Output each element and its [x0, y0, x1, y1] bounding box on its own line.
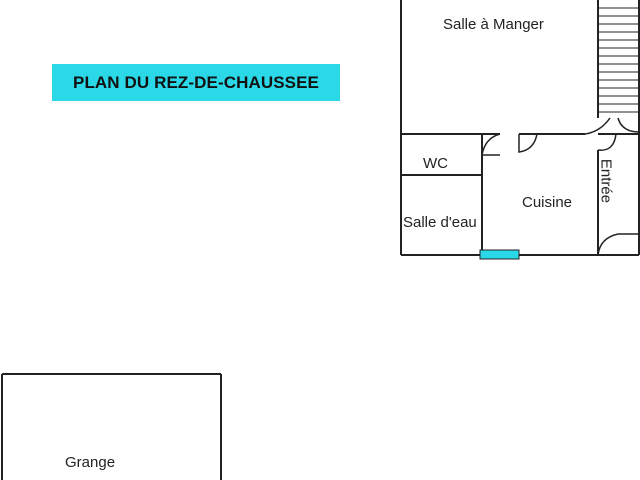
page-title: PLAN DU REZ-DE-CHAUSSEE: [52, 64, 340, 101]
door-arc-stair: [584, 117, 611, 135]
room-label-cuisine: Cuisine: [522, 194, 573, 211]
door-arc-front: [597, 233, 619, 256]
door-arc-kitchen-top: [518, 133, 538, 153]
door-arc-kitchen-left: [481, 133, 501, 156]
room-label-salle-a-manger: Salle à Manger: [443, 16, 544, 33]
room-label-entree: Entrée: [597, 158, 615, 204]
door-arc-entry: [597, 133, 617, 151]
room-label-salle-deau: Salle d'eau: [403, 215, 477, 230]
room-label-grange: Grange: [65, 454, 116, 471]
window: [479, 249, 520, 260]
room-label-wc: WC: [423, 155, 448, 172]
door-arc-stair-right: [617, 117, 640, 133]
